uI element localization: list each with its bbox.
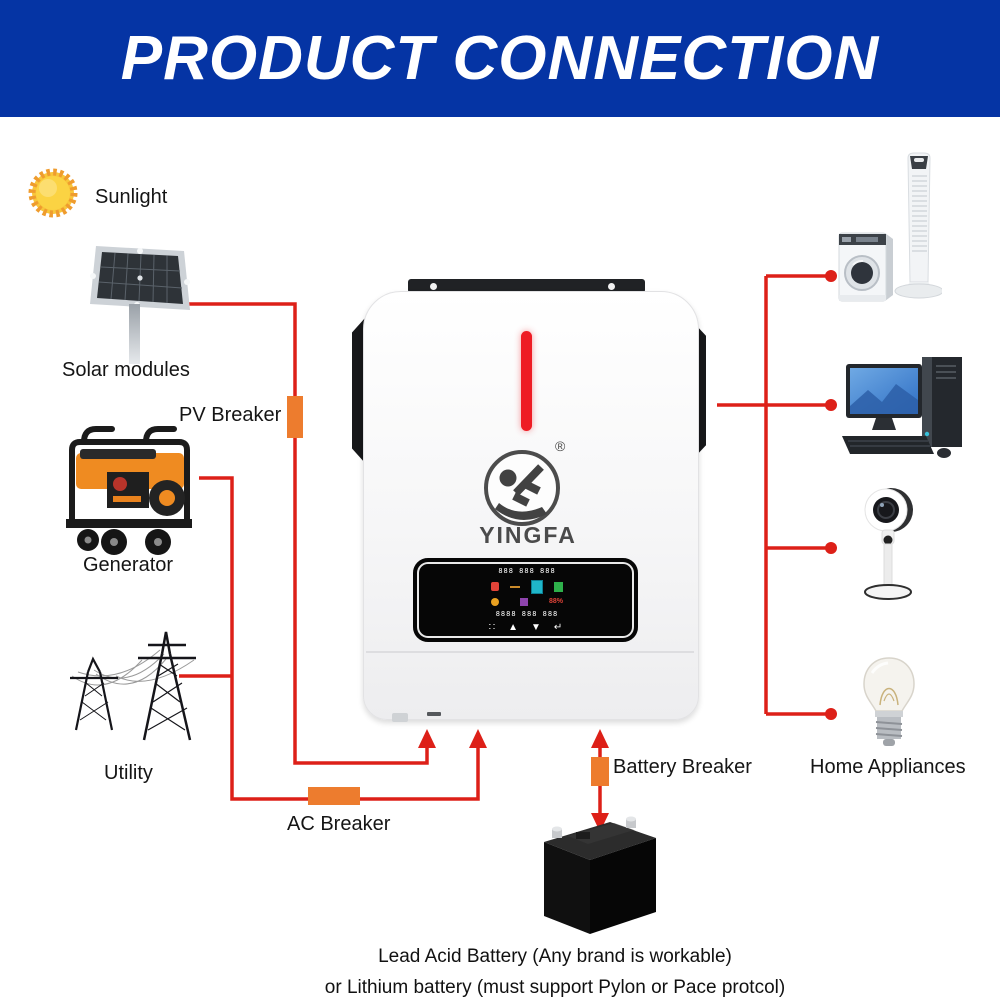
lcd-percent-readout: 88%	[548, 598, 563, 606]
tower-fan-illustration	[890, 150, 942, 300]
lcd-battery-icon	[531, 579, 543, 594]
inverter-led-bar	[521, 331, 532, 431]
lcd-solar-icon	[491, 582, 499, 592]
lcd-icon-row-1	[488, 579, 566, 594]
bracket-screw	[430, 283, 437, 290]
down-button-icon[interactable]: ▼	[530, 622, 541, 633]
pv-breaker-box	[287, 396, 303, 438]
inverter-seam-line	[366, 651, 694, 653]
enter-button-icon[interactable]: ↵	[553, 622, 563, 633]
inverter-touch-buttons: ∷ ▲ ▼ ↵	[413, 623, 638, 633]
inverter-port	[392, 713, 408, 722]
registered-trademark: ®	[555, 438, 566, 454]
label-ac-breaker: AC Breaker	[287, 813, 391, 835]
lcd-load-icon	[554, 581, 563, 592]
page-title: PRODUCT CONNECTION	[120, 24, 880, 93]
battery-note-line2: or Lithium battery (must support Pylon o…	[324, 977, 786, 998]
inverter-brand: YINGFA	[479, 522, 577, 548]
inverter-lcd-screen: 888 888 888 88% 8888 888 888	[488, 568, 566, 618]
label-sunlight: Sunlight	[95, 186, 168, 208]
label-solar-modules: Solar modules	[62, 359, 190, 381]
battery-note: Lead Acid Battery (Any brand is workable…	[110, 941, 1000, 1000]
header-banner: PRODUCT CONNECTION	[0, 0, 1000, 117]
label-pv-breaker: PV Breaker	[179, 404, 282, 426]
battery-breaker-box	[591, 757, 609, 786]
battery-note-line1: Lead Acid Battery (Any brand is workable…	[378, 946, 732, 967]
ac-breaker-box	[308, 787, 360, 805]
label-battery-breaker: Battery Breaker	[613, 756, 752, 778]
lcd-readout-top: 888 888 888	[498, 567, 556, 575]
washing-machine-illustration	[833, 229, 897, 305]
label-home-appliances: Home Appliances	[810, 756, 966, 778]
lcd-readout-bottom: 8888 888 888	[495, 609, 559, 618]
lcd-inverter-icon	[519, 598, 528, 607]
label-generator: Generator	[83, 554, 174, 576]
sun-icon	[27, 167, 79, 219]
generator-illustration	[50, 420, 210, 560]
computer-illustration	[838, 352, 978, 462]
lcd-icon-row-2: 88%	[488, 598, 566, 607]
inverter-port-small	[427, 712, 441, 716]
lcd-flow-line	[510, 585, 520, 588]
inverter-mount-bracket	[408, 279, 645, 293]
bracket-screw	[608, 283, 615, 290]
inverter-display-panel: 888 888 888 88% 8888 888 888 ∷ ▲ ▼ ↵	[413, 558, 638, 642]
battery-illustration	[538, 810, 663, 938]
lcd-sun-icon	[491, 598, 499, 607]
light-bulb-illustration	[860, 655, 918, 750]
camera-illustration	[858, 484, 918, 602]
up-button-icon[interactable]: ▲	[508, 622, 518, 633]
yingfa-logo-icon	[480, 447, 564, 531]
utility-towers-illustration	[48, 612, 213, 752]
label-utility: Utility	[104, 762, 153, 784]
menu-button-icon[interactable]: ∷	[488, 622, 496, 633]
solar-panel-illustration	[70, 238, 200, 383]
inverter-heatsink-left	[352, 318, 365, 463]
